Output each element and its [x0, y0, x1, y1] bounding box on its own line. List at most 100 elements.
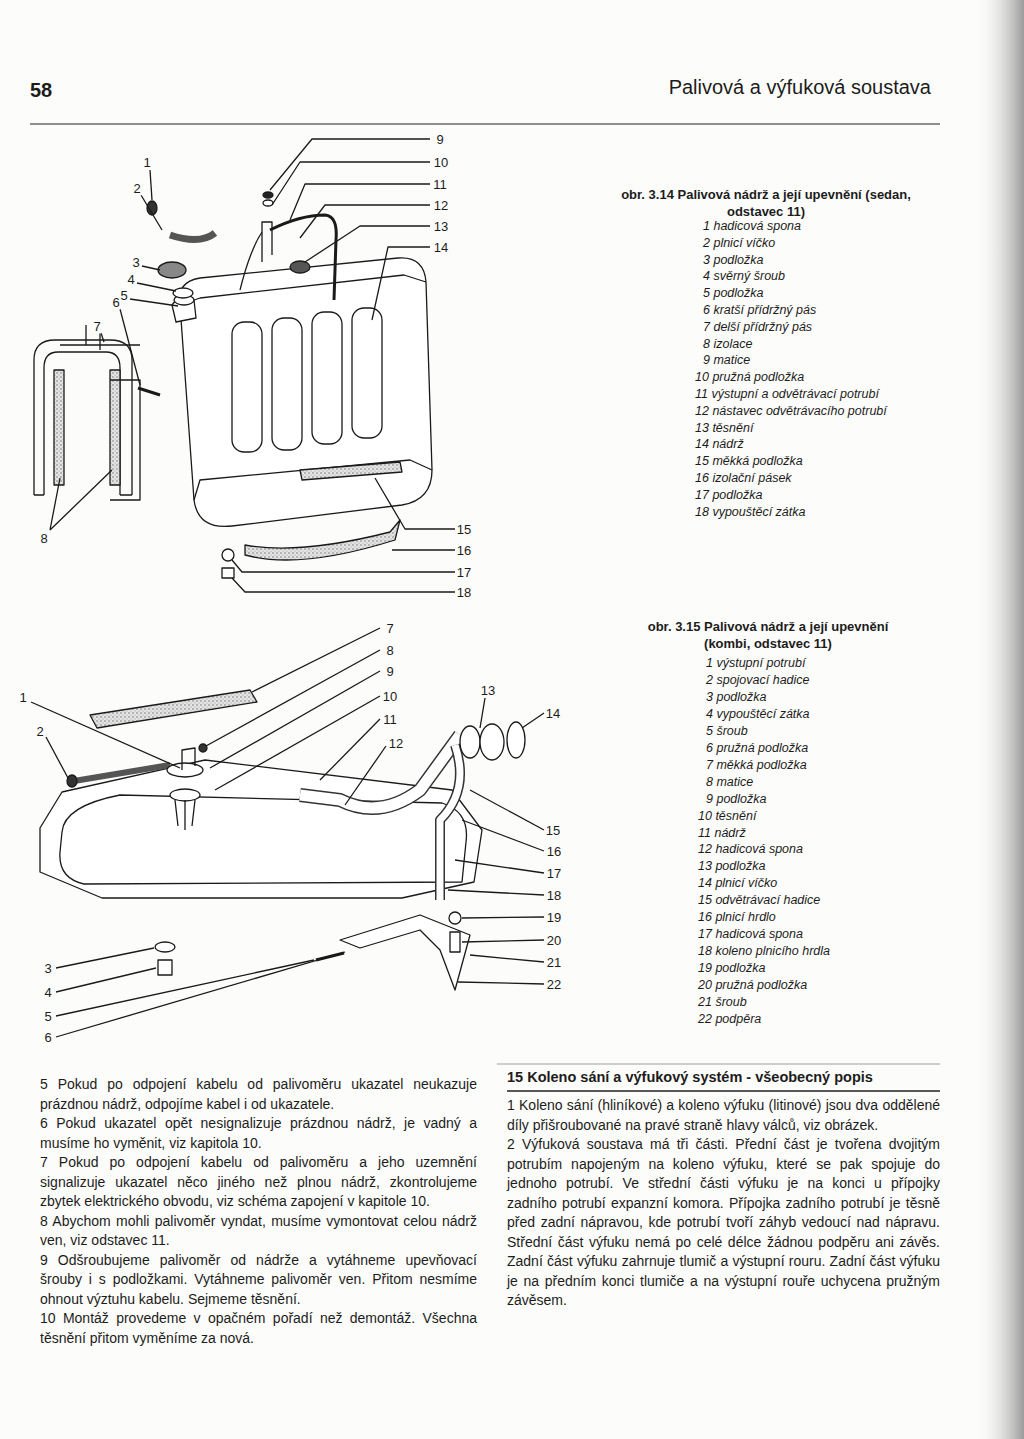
illustration-line — [449, 912, 461, 924]
body-paragraph: 1 Koleno sání (hliníkové) a koleno výfuk… — [507, 1096, 940, 1135]
illustration-line — [170, 233, 215, 240]
page-number-wrap: 58 — [30, 77, 52, 103]
parts-list-item: 12 hadicová spona — [698, 841, 803, 857]
callout-number-wrap: 15 — [456, 522, 472, 537]
parts-list-item: 22 podpěra — [698, 1011, 761, 1027]
parts-list-item: 18 koleno plnicího hrdla — [698, 943, 830, 959]
callout-number-wrap: 12 — [388, 736, 404, 751]
illustration-line — [262, 222, 272, 262]
parts-list-item: 4 svěrný šroub — [703, 268, 785, 284]
callout-number: 1 — [142, 155, 151, 170]
parts-list-item: 15 měkká podložka — [695, 453, 803, 469]
parts-list-item-wrap: 15 měkká podložka — [695, 453, 803, 469]
illustration-line — [179, 258, 432, 527]
parts-list-item-wrap: 3 podložka — [703, 252, 763, 268]
parts-list-item: 9 matice — [703, 352, 750, 368]
parts-list-item: 17 hadicová spona — [698, 926, 803, 942]
callout-number: 10 — [382, 689, 398, 704]
illustration-line — [450, 932, 460, 952]
parts-list-item-wrap: 6 pružná podložka — [706, 740, 808, 756]
parts-list-item-wrap: 22 podpěra — [698, 1011, 761, 1027]
illustration-line — [67, 775, 77, 787]
running-header: Palivová a výfuková soustava — [669, 76, 931, 99]
illustration-line — [180, 275, 426, 305]
callout-number-wrap: 13 — [433, 219, 449, 234]
figure-caption: obr. 3.15 Palivová nádrž a její upevnění… — [626, 619, 910, 653]
callout-number-wrap: 12 — [433, 198, 449, 213]
parts-list-item: 19 podložka — [698, 960, 765, 976]
parts-list-item-wrap: 17 podložka — [695, 487, 762, 503]
illustration-line — [46, 737, 68, 778]
body-paragraph-wrap: 7 Pokud po odpojení kabelu od palivoměru… — [40, 1153, 477, 1212]
callout-number: 5 — [119, 288, 128, 303]
illustration-line — [90, 690, 257, 728]
parts-list-item: 3 podložka — [703, 252, 763, 268]
illustration-line — [199, 744, 207, 752]
callout-number-wrap: 22 — [546, 977, 562, 992]
body-paragraph-wrap: 5 Pokud po odpojení kabelu od palivoměru… — [40, 1075, 477, 1114]
callout-number-wrap: 10 — [382, 689, 398, 704]
illustration-line — [56, 948, 154, 968]
callout-number: 9 — [385, 664, 394, 679]
parts-list-item: 3 podložka — [706, 689, 766, 705]
body-paragraph: 2 Výfuková soustava má tři části. Přední… — [507, 1135, 940, 1311]
parts-list-item: 17 podložka — [695, 487, 762, 503]
callout-number-wrap: 9 — [435, 132, 444, 147]
parts-list-item: 16 izolační pásek — [695, 470, 792, 486]
illustration-line — [155, 942, 175, 952]
illustration-line — [40, 760, 482, 898]
body-paragraph: 7 Pokud po odpojení kabelu od palivoměru… — [40, 1153, 477, 1212]
parts-list-item-wrap: 13 podložka — [698, 858, 765, 874]
callout-number-wrap: 8 — [39, 531, 48, 546]
parts-list-item: 2 spojovací hadice — [706, 672, 810, 688]
illustration-line — [455, 860, 544, 873]
parts-list-item: 18 vypouštěcí zátka — [695, 504, 805, 520]
parts-list-item-wrap: 10 pružná podložka — [695, 369, 804, 385]
illustration-line — [142, 266, 160, 270]
illustration-line — [138, 388, 160, 395]
illustration-line — [507, 1090, 940, 1091]
figure-caption: obr. 3.14 Palivová nádrž a její upevnění… — [620, 187, 912, 221]
illustration-line — [30, 123, 940, 124]
illustration-line — [56, 952, 345, 1037]
parts-list-item-wrap: 1 hadicová spona — [703, 218, 801, 234]
parts-list-item-wrap: 21 šroub — [698, 994, 747, 1010]
illustration-line — [222, 568, 234, 578]
parts-list-item-wrap: 18 koleno plnicího hrdla — [698, 943, 830, 959]
illustration-line — [245, 520, 400, 560]
callout-number: 3 — [43, 961, 52, 976]
callout-number: 18 — [456, 585, 472, 600]
figure-caption-wrap: obr. 3.14 Palivová nádrž a její upevnění… — [620, 187, 912, 221]
callout-number: 8 — [39, 531, 48, 546]
illustration-line — [340, 915, 470, 990]
parts-list-item: 14 nádrž — [695, 436, 744, 452]
parts-list-item: 6 pružná podložka — [706, 740, 808, 756]
parts-list-item-wrap: 2 spojovací hadice — [706, 672, 810, 688]
callout-number-wrap: 18 — [546, 888, 562, 903]
callout-number-wrap: 20 — [546, 933, 562, 948]
callout-number: 17 — [546, 866, 562, 881]
parts-list-item-wrap: 8 matice — [706, 774, 753, 790]
parts-list-item: 16 plnicí hrdlo — [698, 909, 776, 925]
illustration-line — [173, 288, 193, 298]
callout-number: 2 — [132, 181, 141, 196]
callout-number-wrap: 2 — [35, 724, 44, 739]
callout-number: 21 — [546, 955, 562, 970]
callout-number-wrap: 1 — [18, 690, 27, 705]
callout-number-wrap: 17 — [546, 866, 562, 881]
illustration-line — [462, 917, 544, 918]
illustration-line — [54, 370, 64, 485]
illustration-line — [130, 299, 178, 306]
illustration-line — [56, 960, 314, 1016]
parts-list-item-wrap: 6 kratší přídržný pás — [703, 302, 816, 318]
running-header-wrap: Palivová a výfuková soustava — [669, 76, 931, 99]
callout-number: 20 — [546, 933, 562, 948]
callout-number: 11 — [432, 177, 448, 192]
body-paragraph-wrap: 6 Pokud ukazatel opět nesignalizuje práz… — [40, 1114, 477, 1153]
parts-list-item-wrap: 19 podložka — [698, 960, 765, 976]
parts-list-item-wrap: 2 plnicí víčko — [703, 235, 775, 251]
body-paragraph-wrap: 1 Koleno sání (hliníkové) a koleno výfuk… — [507, 1096, 940, 1135]
parts-list-item-wrap: 20 pružná podložka — [698, 977, 807, 993]
callout-number-wrap: 4 — [126, 272, 135, 287]
illustration-line — [300, 735, 460, 808]
